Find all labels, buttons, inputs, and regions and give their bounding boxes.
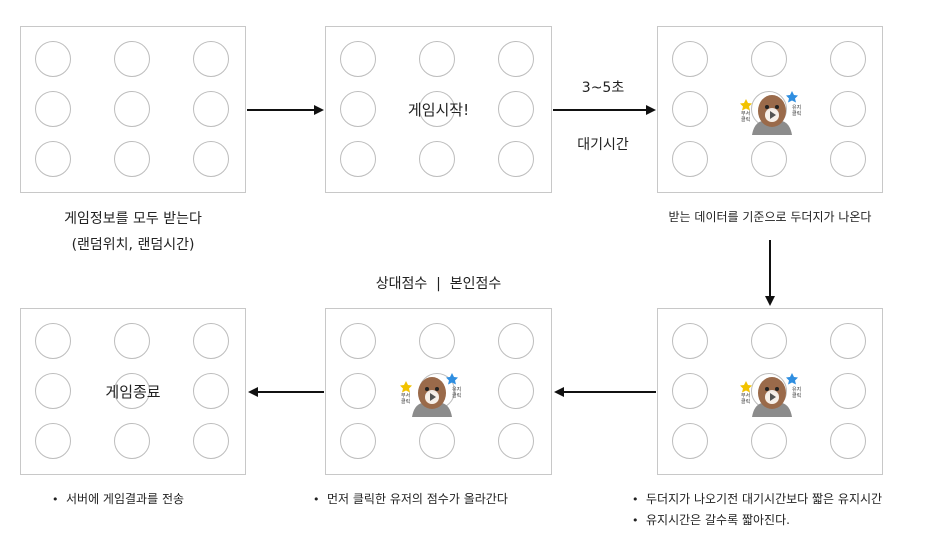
mole-hole[interactable]: [193, 373, 229, 409]
caption-game-info-line1: 게임정보를 모두 받는다: [64, 211, 202, 227]
mole-tag-right-2: 클릭: [452, 392, 461, 399]
panel-mole-appears: 부서 클릭 유지 클릭: [657, 26, 883, 193]
mole-character[interactable]: 부서 클릭 유지 클릭: [400, 367, 462, 423]
mole-hole[interactable]: [751, 141, 787, 177]
bullets-mole-duration: 두더지가 나오기전 대기시간보다 짧은 유지시간 유지시간은 갈수록 짧아진다.: [632, 489, 882, 531]
mole-hole[interactable]: [114, 323, 150, 359]
mole-tag-right-2: 클릭: [792, 110, 801, 117]
mole-hole[interactable]: [340, 323, 376, 359]
mole-hole[interactable]: [114, 141, 150, 177]
mole-hole[interactable]: [114, 423, 150, 459]
bullet-item: 먼저 클릭한 유저의 점수가 올라간다: [313, 489, 508, 510]
panel-score-up: 부서 클릭 유지 클릭: [325, 308, 552, 475]
arrow-label-wait: 대기시간: [577, 137, 629, 153]
mole-hole[interactable]: [751, 423, 787, 459]
mole-hole[interactable]: [35, 41, 71, 77]
bullets-score-up: 먼저 클릭한 유저의 점수가 올라간다: [313, 489, 508, 510]
mole-hole[interactable]: [419, 423, 455, 459]
mole-illustration: 부서 클릭 유지 클릭: [740, 373, 801, 417]
mole-tag-right-1: 유지: [452, 386, 461, 393]
mole-hole[interactable]: [830, 323, 866, 359]
mole-hole[interactable]: [672, 373, 708, 409]
mole-hole[interactable]: [498, 91, 534, 127]
mole-hole[interactable]: [498, 323, 534, 359]
mole-hole[interactable]: [193, 141, 229, 177]
mole-hole[interactable]: [114, 373, 150, 409]
mole-hole[interactable]: [672, 91, 708, 127]
mole-hole[interactable]: [498, 373, 534, 409]
mole-hole[interactable]: [419, 91, 455, 127]
mole-hole[interactable]: [830, 91, 866, 127]
mole-hole[interactable]: [498, 141, 534, 177]
mole-hole[interactable]: [114, 91, 150, 127]
mole-hole[interactable]: [498, 41, 534, 77]
mole-tag-left-2: 클릭: [741, 116, 750, 123]
mole-hole[interactable]: [193, 41, 229, 77]
bullet-item: 서버에 게임결과를 전송: [52, 489, 184, 510]
mole-hole[interactable]: [830, 373, 866, 409]
mole-tag-left-1: 부서: [741, 392, 750, 399]
panel-game-start: 게임시작!: [325, 26, 552, 193]
bullet-item: 유지시간은 갈수록 짧아진다.: [632, 510, 882, 531]
caption-game-info-line2: (랜덤위치, 랜덤시간): [71, 237, 195, 253]
mole-tag-left-2: 클릭: [741, 398, 750, 405]
mole-hole[interactable]: [114, 41, 150, 77]
mole-hole[interactable]: [340, 141, 376, 177]
mole-tag-right-1: 유지: [792, 104, 801, 111]
mole-hole[interactable]: [672, 141, 708, 177]
mole-hole[interactable]: [419, 323, 455, 359]
mole-hole[interactable]: [419, 41, 455, 77]
panel-mole-duration: 부서 클릭 유지 클릭: [657, 308, 883, 475]
mole-tag-left-1: 부서: [741, 110, 750, 117]
mole-hole[interactable]: [830, 41, 866, 77]
mole-hole[interactable]: [672, 423, 708, 459]
mole-character[interactable]: 부서 클릭 유지 클릭: [740, 367, 802, 423]
mole-tag-left-2: 클릭: [401, 398, 410, 405]
mole-hole[interactable]: [498, 423, 534, 459]
mole-hole[interactable]: [419, 141, 455, 177]
mole-hole[interactable]: [751, 323, 787, 359]
mole-hole[interactable]: [830, 141, 866, 177]
bullets-game-end: 서버에 게임결과를 전송: [52, 489, 184, 510]
mole-tag-left-1: 부서: [401, 392, 410, 399]
mole-character[interactable]: 부서 클릭 유지 클릭: [740, 85, 802, 141]
mole-hole[interactable]: [340, 91, 376, 127]
mole-hole[interactable]: [35, 373, 71, 409]
mole-tag-right-1: 유지: [792, 386, 801, 393]
mole-hole[interactable]: [672, 41, 708, 77]
mole-hole[interactable]: [193, 91, 229, 127]
mole-illustration: 부서 클릭 유지 클릭: [400, 373, 461, 417]
mole-hole[interactable]: [35, 423, 71, 459]
mole-hole[interactable]: [340, 373, 376, 409]
mole-hole[interactable]: [35, 91, 71, 127]
mole-illustration: 부서 클릭 유지 클릭: [740, 91, 801, 135]
mole-hole[interactable]: [830, 423, 866, 459]
mole-hole[interactable]: [35, 141, 71, 177]
mole-hole[interactable]: [672, 323, 708, 359]
caption-scores: 상대점수 | 본인점수: [375, 276, 502, 292]
mole-hole[interactable]: [751, 41, 787, 77]
mole-hole[interactable]: [35, 323, 71, 359]
panel-game-end: 게임종료: [20, 308, 246, 475]
arrow-label-seconds: 3~5초: [581, 80, 625, 96]
caption-mole-appears: 받는 데이터를 기준으로 두더지가 나온다: [668, 210, 872, 224]
mole-tag-right-2: 클릭: [792, 392, 801, 399]
mole-hole[interactable]: [193, 323, 229, 359]
panel-game-info: [20, 26, 246, 193]
mole-hole[interactable]: [193, 423, 229, 459]
mole-hole[interactable]: [340, 423, 376, 459]
bullet-item: 두더지가 나오기전 대기시간보다 짧은 유지시간: [632, 489, 882, 510]
mole-hole[interactable]: [340, 41, 376, 77]
